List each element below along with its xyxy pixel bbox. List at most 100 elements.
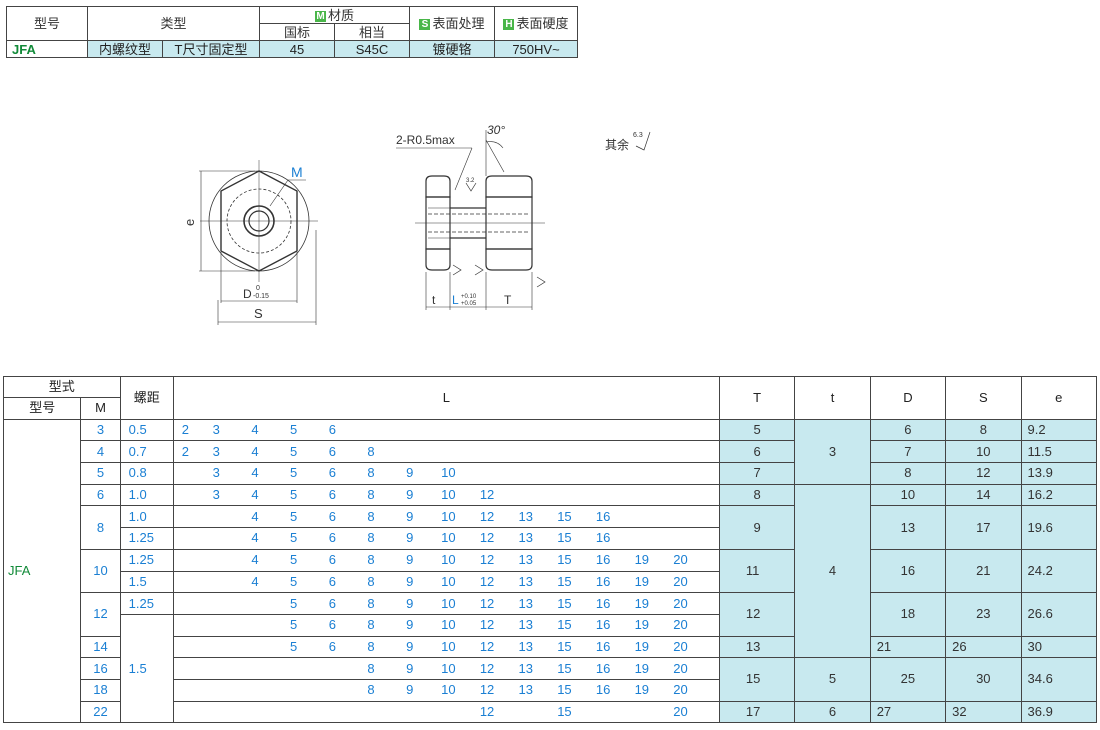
l-value xyxy=(274,680,313,700)
l-value xyxy=(584,442,623,462)
label-t: t xyxy=(432,293,436,307)
col-hardness-label: 表面硬度 xyxy=(516,16,569,31)
l-value xyxy=(622,507,661,527)
l-value xyxy=(661,442,700,462)
l-value: 10 xyxy=(441,552,456,568)
l-value xyxy=(429,420,468,440)
label-T: T xyxy=(504,293,512,307)
l-value: 12 xyxy=(479,682,495,698)
pitch-cell: 1.25 xyxy=(119,527,174,550)
l-value: 13 xyxy=(518,660,533,676)
l-value: 13 xyxy=(518,508,533,524)
l-value: 5 xyxy=(290,573,298,589)
l-value: 15 xyxy=(557,617,572,633)
s-cell: 23 xyxy=(945,592,1022,637)
l-value: 5 xyxy=(290,465,298,481)
l-value: 12 xyxy=(479,660,495,676)
l-value xyxy=(506,420,545,440)
m-cell: 22 xyxy=(80,700,121,724)
l-value: 12 xyxy=(479,530,495,546)
t-lower-cell: 6 xyxy=(794,700,871,724)
l-value xyxy=(506,442,545,462)
t-upper-cell: 8 xyxy=(718,483,796,507)
l-value xyxy=(468,442,507,462)
l-value xyxy=(352,702,391,722)
l-value: 8 xyxy=(367,487,375,503)
l-value: 5 xyxy=(290,638,298,654)
l-value xyxy=(174,615,197,635)
l-value: 20 xyxy=(673,660,688,676)
l-value: 8 xyxy=(367,595,375,611)
l-value: 5 xyxy=(290,487,298,503)
pitch-cell: 1.25 xyxy=(119,548,174,572)
front-view xyxy=(199,160,318,325)
label-D-tol-up: 0 xyxy=(256,285,260,292)
l-value: 4 xyxy=(251,530,259,546)
l-value xyxy=(661,507,700,527)
m-cell: 4 xyxy=(80,440,121,464)
t-upper-cell: 7 xyxy=(718,462,796,485)
t-lower-cell: 4 xyxy=(794,483,871,659)
s-cell: 10 xyxy=(945,440,1022,464)
l-value: 10 xyxy=(441,595,456,611)
l-value: 20 xyxy=(673,595,688,611)
l-value xyxy=(174,680,197,700)
col-std-header: 国标 xyxy=(259,23,335,41)
d-cell: 7 xyxy=(869,440,947,464)
l-value: 8 xyxy=(367,638,375,654)
l-value: 15 xyxy=(557,530,572,546)
l-value xyxy=(236,659,275,679)
l-value: 15 xyxy=(557,703,572,719)
l-value: 10 xyxy=(441,617,456,633)
l-value xyxy=(622,528,661,548)
l-value: 16 xyxy=(595,595,611,611)
l-value: 15 xyxy=(557,552,572,568)
l-value: 13 xyxy=(518,530,533,546)
l-value xyxy=(545,420,584,440)
label-L: L xyxy=(452,293,459,307)
l-value: 10 xyxy=(441,682,456,698)
l-value xyxy=(236,637,275,657)
l-value: 8 xyxy=(367,530,375,546)
h-pitch: 螺距 xyxy=(119,376,174,420)
l-value xyxy=(274,702,313,722)
l-value: 19 xyxy=(634,573,650,589)
l-value: 13 xyxy=(518,595,533,611)
l-value xyxy=(429,702,468,722)
m-cell: 5 xyxy=(80,462,121,485)
l-value xyxy=(661,463,700,483)
m-cell: 14 xyxy=(80,635,121,659)
l-value: 5 xyxy=(290,508,298,524)
l-value: 15 xyxy=(557,508,572,524)
l-value: 4 xyxy=(251,508,259,524)
l-value xyxy=(197,659,236,679)
material-model-cell: JFA xyxy=(6,40,88,58)
l-value: 6 xyxy=(328,552,336,568)
label-radius: 2-R0.5max xyxy=(396,133,455,147)
l-value xyxy=(622,420,661,440)
l-value xyxy=(622,463,661,483)
l-value: 16 xyxy=(595,682,611,698)
l-value xyxy=(622,702,661,722)
h-e: e xyxy=(1020,376,1098,420)
l-value: 13 xyxy=(518,638,533,654)
std-cell: 45 xyxy=(259,40,335,58)
t-upper-cell: 15 xyxy=(718,657,796,702)
l-value: 6 xyxy=(328,573,336,589)
h-L: L xyxy=(172,376,720,420)
l-value: 10 xyxy=(441,465,456,481)
e-cell: 24.2 xyxy=(1020,548,1098,594)
surface-cell: 镀硬铬 xyxy=(409,40,495,58)
col-equiv-header: 相当 xyxy=(334,23,410,41)
s-cell: 26 xyxy=(945,635,1022,659)
l-value xyxy=(313,702,352,722)
l-value xyxy=(584,485,623,505)
s-cell: 14 xyxy=(945,483,1022,507)
